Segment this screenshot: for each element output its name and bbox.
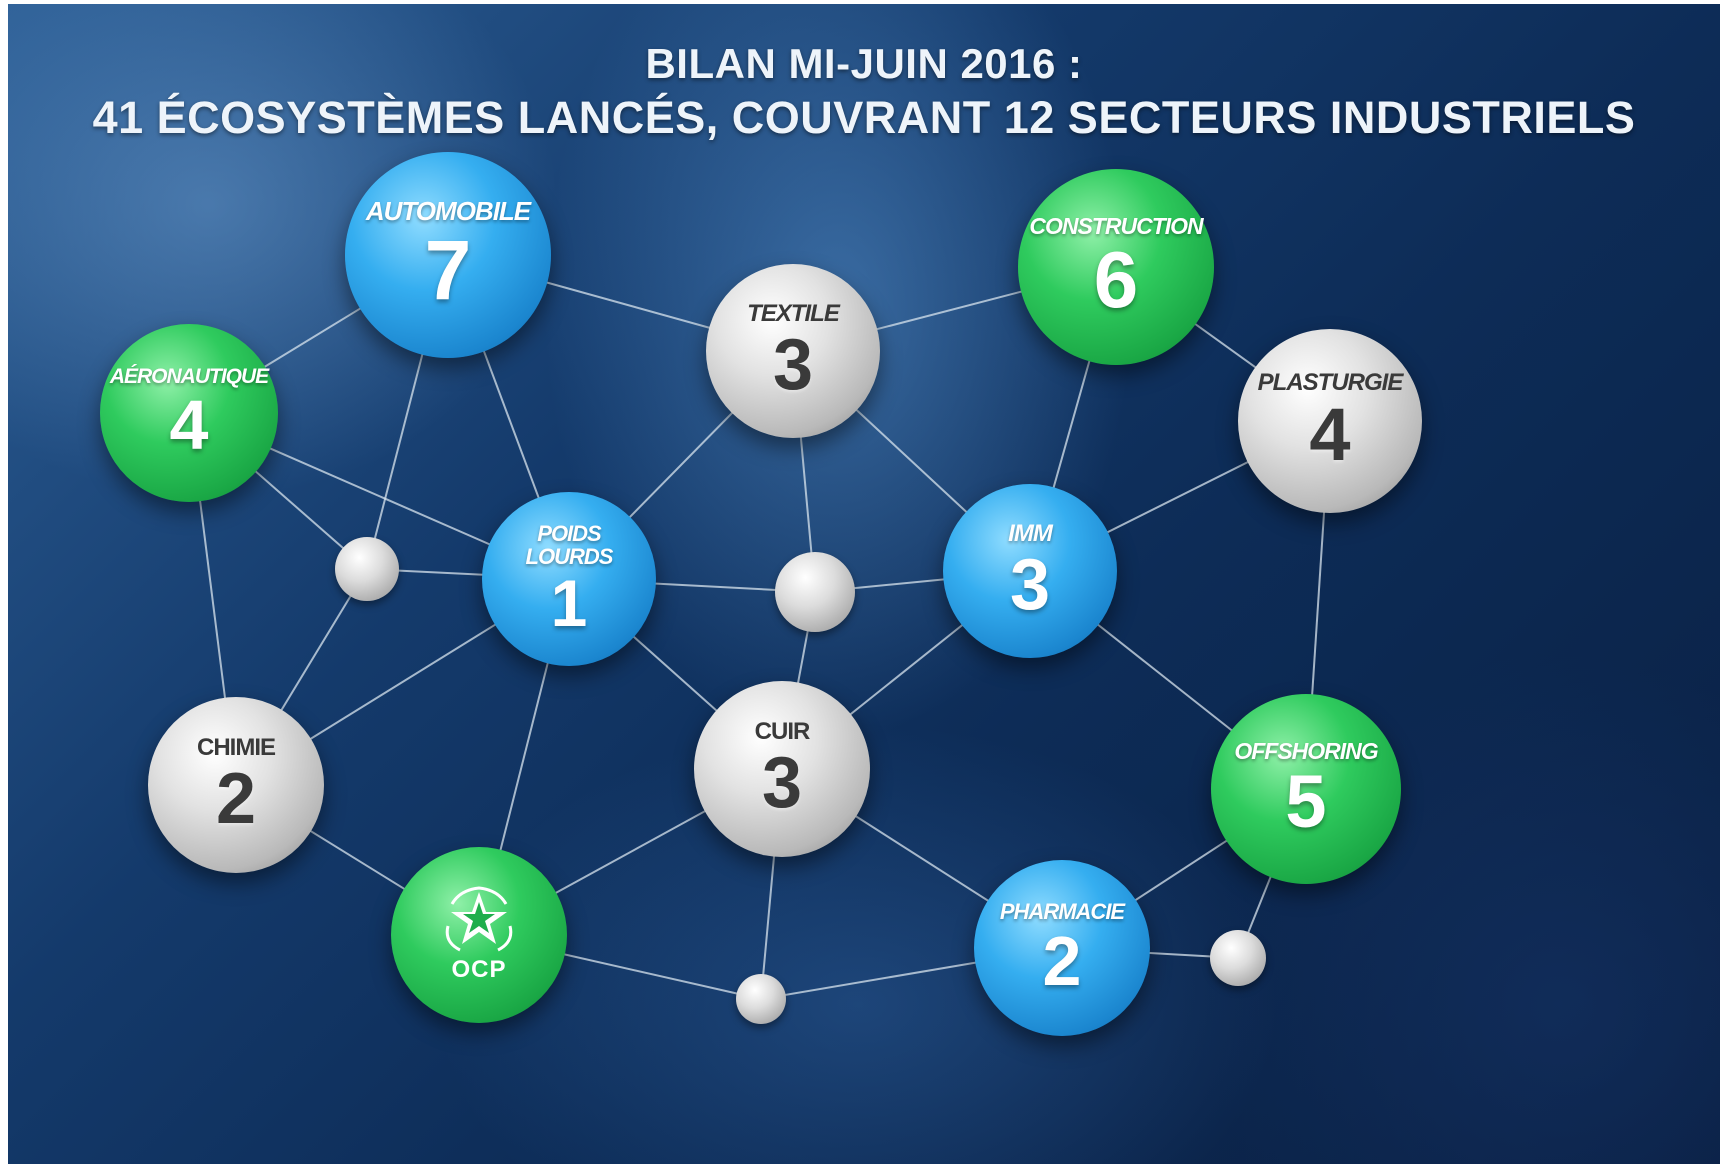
node-cuir: CUIR 3 <box>694 681 870 857</box>
node-cuir-label: CUIR <box>754 718 811 746</box>
node-pharmacie: PHARMACIE 2 <box>974 860 1150 1036</box>
node-automobile: AUTOMOBILE 7 <box>345 152 551 358</box>
node-poids-lourds-label-line2: LOURDS <box>525 544 614 569</box>
node-imm-value: 3 <box>1009 544 1051 625</box>
node-ocp: OCP <box>391 847 567 1023</box>
node-offshoring-value: 5 <box>1285 760 1327 844</box>
node-chimie-label: CHIMIE <box>197 734 276 762</box>
node-aeronautique-label: AÉRONAUTIQUE <box>109 364 269 388</box>
ocp-star-logo-icon <box>445 886 513 952</box>
network-links <box>188 254 1331 1000</box>
node-textile-label: TEXTILE <box>747 300 840 328</box>
node-textile-value: 3 <box>772 324 814 405</box>
node-ocp-label: OCP <box>451 956 507 983</box>
node-offshoring: OFFSHORING 5 <box>1211 694 1401 884</box>
node-poids-lourds-label-line1: POIDS <box>537 520 601 546</box>
node-automobile-label: AUTOMOBILE <box>365 196 531 227</box>
infographic-canvas: BILAN MI-JUIN 2016 : 41 ÉCOSYSTÈMES LANC… <box>8 4 1720 1164</box>
junction-node <box>736 974 786 1024</box>
node-imm: IMM 3 <box>943 484 1117 658</box>
node-pharmacie-label: PHARMACIE <box>999 899 1125 925</box>
junction-node <box>335 537 399 601</box>
node-poids-lourds: POIDS LOURDS 1 <box>482 492 656 666</box>
node-aeronautique: AÉRONAUTIQUE 4 <box>100 324 278 502</box>
title-line-1: BILAN MI-JUIN 2016 : <box>645 40 1083 87</box>
node-aeronautique-value: 4 <box>169 386 209 465</box>
junction-node <box>775 552 855 632</box>
node-textile: TEXTILE 3 <box>706 264 880 438</box>
node-plasturgie-label: PLASTURGIE <box>1257 369 1404 397</box>
node-cuir-value: 3 <box>761 742 803 823</box>
node-automobile-value: 7 <box>424 222 472 317</box>
node-construction: CONSTRUCTION 6 <box>1018 169 1214 365</box>
junction-node <box>1210 930 1266 986</box>
node-plasturgie: PLASTURGIE 4 <box>1238 329 1422 513</box>
node-pharmacie-value: 2 <box>1042 921 1082 1000</box>
node-plasturgie-value: 4 <box>1309 392 1351 476</box>
node-imm-label: IMM <box>1008 520 1053 548</box>
title-line-2: 41 ÉCOSYSTÈMES LANCÉS, COUVRANT 12 SECTE… <box>92 92 1636 143</box>
node-chimie-value: 2 <box>215 758 257 839</box>
node-poids-lourds-value: 1 <box>550 566 588 641</box>
node-construction-value: 6 <box>1093 235 1139 325</box>
node-construction-label: CONSTRUCTION <box>1029 212 1203 239</box>
node-chimie: CHIMIE 2 <box>148 697 324 873</box>
node-offshoring-label: OFFSHORING <box>1234 737 1378 764</box>
